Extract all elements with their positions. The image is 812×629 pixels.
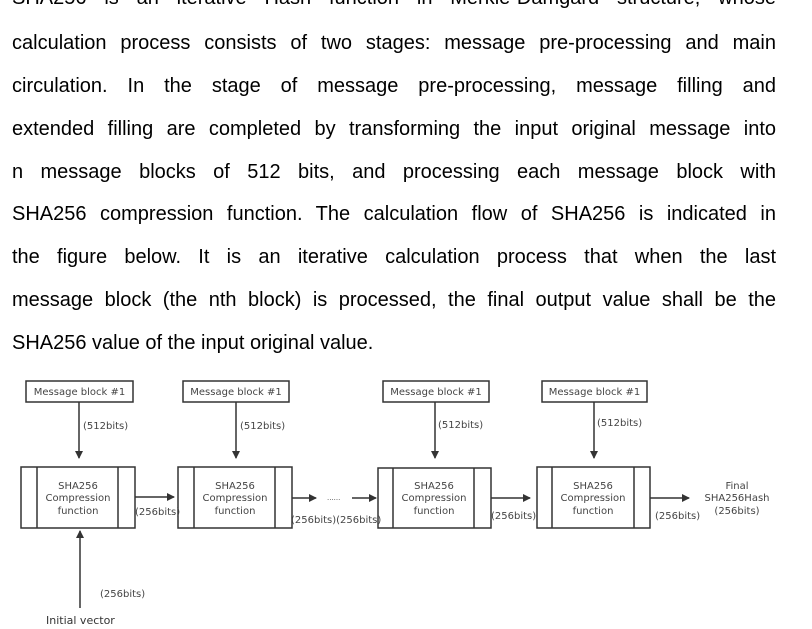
message-block-label: Message block #1 — [390, 387, 481, 398]
paragraph-line: circulation. In the stage of message pre… — [12, 75, 776, 97]
paragraph-line: n message blocks of 512 bits, and proces… — [12, 161, 776, 183]
message-block-label: Message block #1 — [190, 387, 281, 398]
chain-bits-label: (256bits) — [491, 511, 536, 522]
svg-text:SHA256: SHA256 — [215, 481, 255, 492]
paragraph-line: SHA256 is an iterative Hash function in … — [12, 0, 776, 10]
paragraph-line: calculation process consists of two stag… — [12, 32, 776, 54]
input-bits-label: (512bits) — [83, 421, 128, 432]
svg-text:Compression: Compression — [402, 493, 467, 504]
paragraph-line: extended filling are completed by transf… — [12, 118, 776, 140]
svg-text:SHA256: SHA256 — [58, 481, 98, 492]
input-bits-label: (512bits) — [438, 420, 483, 431]
ellipsis: ...... — [327, 494, 340, 502]
message-block-box — [382, 380, 490, 403]
svg-text:SHA256: SHA256 — [573, 481, 613, 492]
svg-text:Compression: Compression — [561, 493, 626, 504]
svg-text:function: function — [573, 506, 614, 517]
paragraph-line: SHA256 value of the input original value… — [12, 332, 374, 354]
message-block-label: Message block #1 — [34, 387, 125, 398]
message-block-label: Message block #1 — [549, 387, 640, 398]
final-hash-label: Final SHA256Hash (256bits) — [705, 481, 770, 517]
chain-bits-label: (256bits)(256bits) — [291, 515, 381, 526]
svg-text:function: function — [414, 506, 455, 517]
iv-bits-label: (256bits) — [100, 589, 145, 600]
svg-text:(256bits): (256bits) — [714, 506, 759, 517]
chain-bits-label: (256bits) — [655, 511, 700, 522]
paragraph-line: SHA256 compression function. The calcula… — [12, 203, 776, 225]
initial-vector-label: Initial vector — [46, 614, 115, 627]
paragraph-line: message block (the nth block) is process… — [12, 289, 776, 311]
input-bits-label: (512bits) — [597, 418, 642, 429]
svg-text:function: function — [58, 506, 99, 517]
chain-bits-label: (256bits) — [135, 507, 180, 518]
svg-text:Compression: Compression — [46, 493, 111, 504]
svg-text:SHA256Hash: SHA256Hash — [705, 493, 770, 504]
input-bits-label: (512bits) — [240, 421, 285, 432]
svg-text:function: function — [215, 506, 256, 517]
paragraph-line: the figure below. It is an iterative cal… — [12, 246, 776, 268]
svg-text:Compression: Compression — [203, 493, 268, 504]
svg-text:SHA256: SHA256 — [414, 481, 454, 492]
svg-text:Final: Final — [725, 481, 748, 492]
